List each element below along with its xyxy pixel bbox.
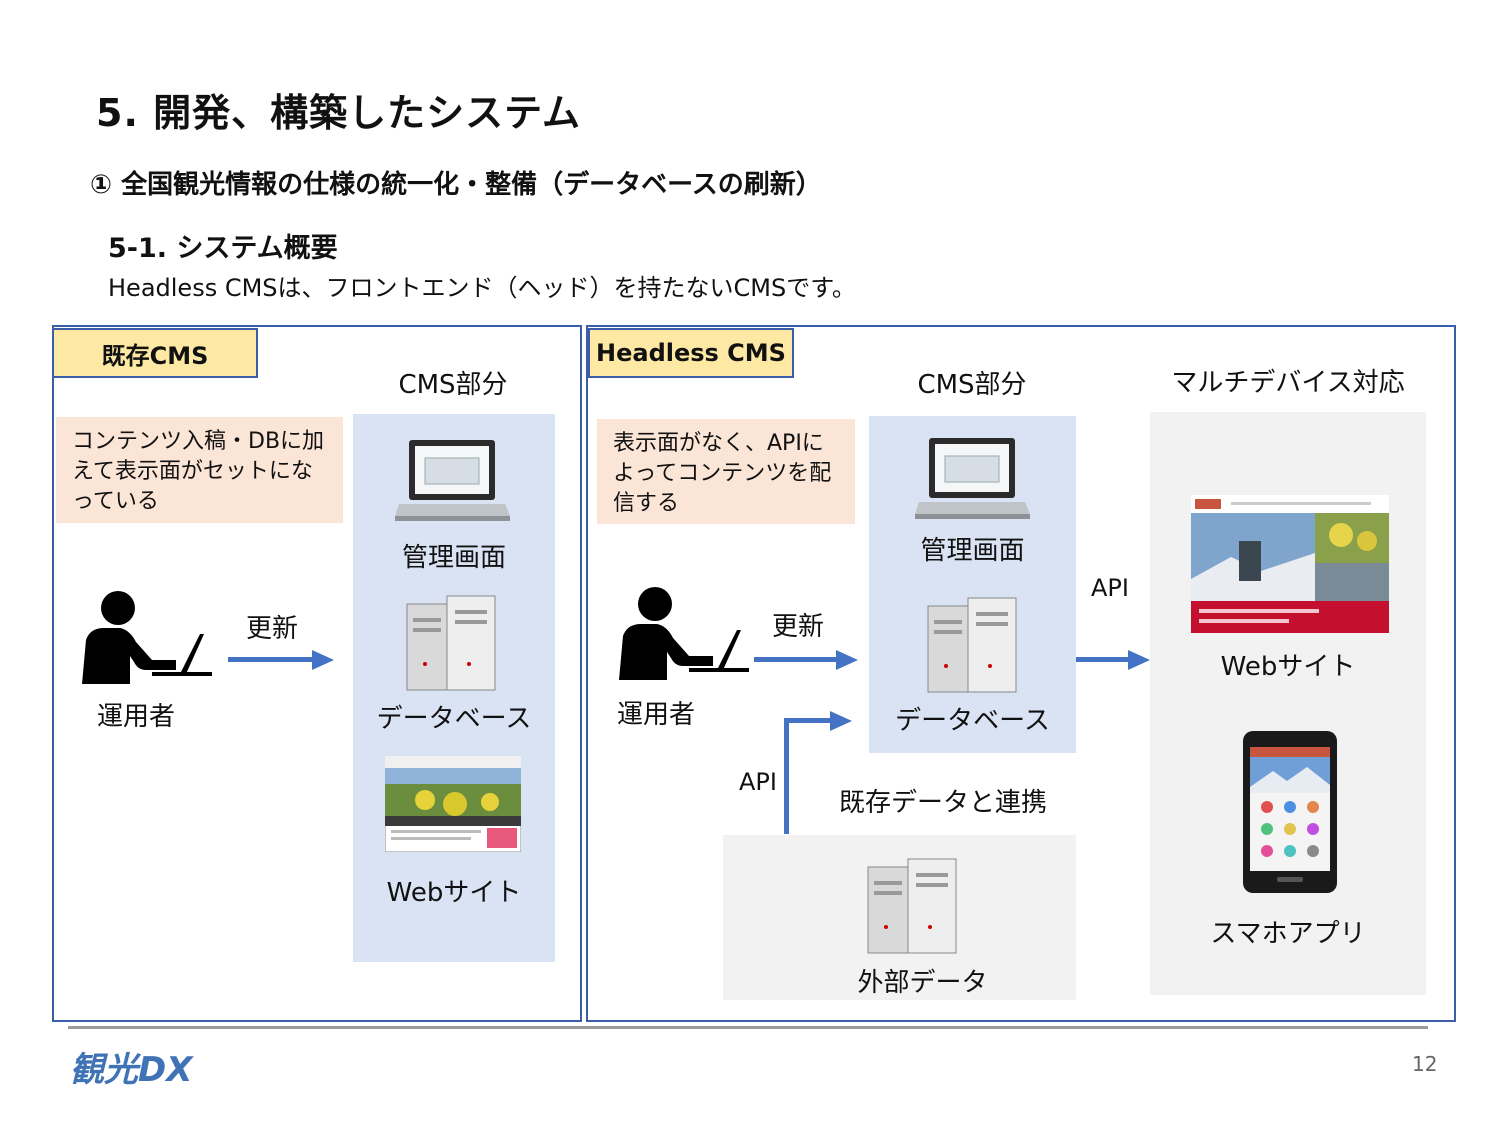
link-existing-label: 既存データと連携 [838,788,1047,818]
headless-cms-panel [586,325,1456,1022]
right-update-arrow [754,657,838,662]
left-note: コンテンツ入稿・DBに加えて表示面がセットになっている [56,417,343,523]
api-out-arrow [1076,657,1130,662]
laptop-icon [915,436,1030,524]
right-note: 表示面がなく、APIによってコンテンツを配信する [597,419,855,524]
left-admin-label: 管理画面 [401,543,506,573]
right-update-arrow-head [836,650,858,670]
laptop-icon [395,438,510,526]
website-thumbnail-icon [385,756,521,852]
footer-divider [68,1026,1428,1029]
api-in-label: API [739,768,777,796]
api-in-arrow-vertical [784,718,789,834]
slide-subtitle: ① 全国観光情報の仕様の統一化・整備（データベースの刷新） [90,170,822,200]
headless-cms-tag: Headless CMS [588,328,794,378]
right-operator-label: 運用者 [616,700,695,730]
operator-icon [617,586,753,682]
slide-title: 5. 開発、構築したシステム [96,91,581,135]
right-update-label: 更新 [771,612,824,642]
api-in-arrow-head [830,711,852,731]
left-operator-label: 運用者 [96,702,175,732]
app-label: スマホアプリ [1210,919,1366,949]
left-cms-label: CMS部分 [398,370,508,400]
smartphone-icon [1243,731,1337,893]
section-description: Headless CMSは、フロントエンド（ヘッド）を持たないCMSです。 [108,274,856,302]
multi-device-label: マルチデバイス対応 [1171,368,1405,398]
page-number: 12 [1412,1052,1438,1076]
existing-cms-tag-label: 既存CMS [101,341,209,370]
headless-cms-tag-label: Headless CMS [596,339,786,367]
server-icon [405,592,497,692]
operator-icon [80,590,216,686]
existing-cms-panel [52,325,582,1022]
external-data-label: 外部データ [857,968,988,998]
api-out-label: API [1091,574,1129,602]
api-out-arrow-head [1128,650,1150,670]
left-database-label: データベース [376,704,532,734]
right-cms-label: CMS部分 [917,370,1027,400]
left-update-label: 更新 [245,614,298,644]
server-icon [866,855,958,955]
kanko-dx-logo: 観光DX [70,1050,193,1090]
existing-cms-tag: 既存CMS [52,328,258,378]
server-icon [926,594,1018,694]
right-database-label: データベース [895,706,1050,736]
left-update-arrow [228,657,316,662]
api-in-arrow-horizontal [784,718,832,723]
website-thumbnail-icon [1191,495,1389,633]
right-admin-label: 管理画面 [920,536,1025,566]
section-heading: 5-1. システム概要 [108,233,338,264]
right-website-label: Webサイト [1220,652,1356,682]
left-update-arrow-head [312,650,334,670]
left-website-label: Webサイト [386,878,522,908]
